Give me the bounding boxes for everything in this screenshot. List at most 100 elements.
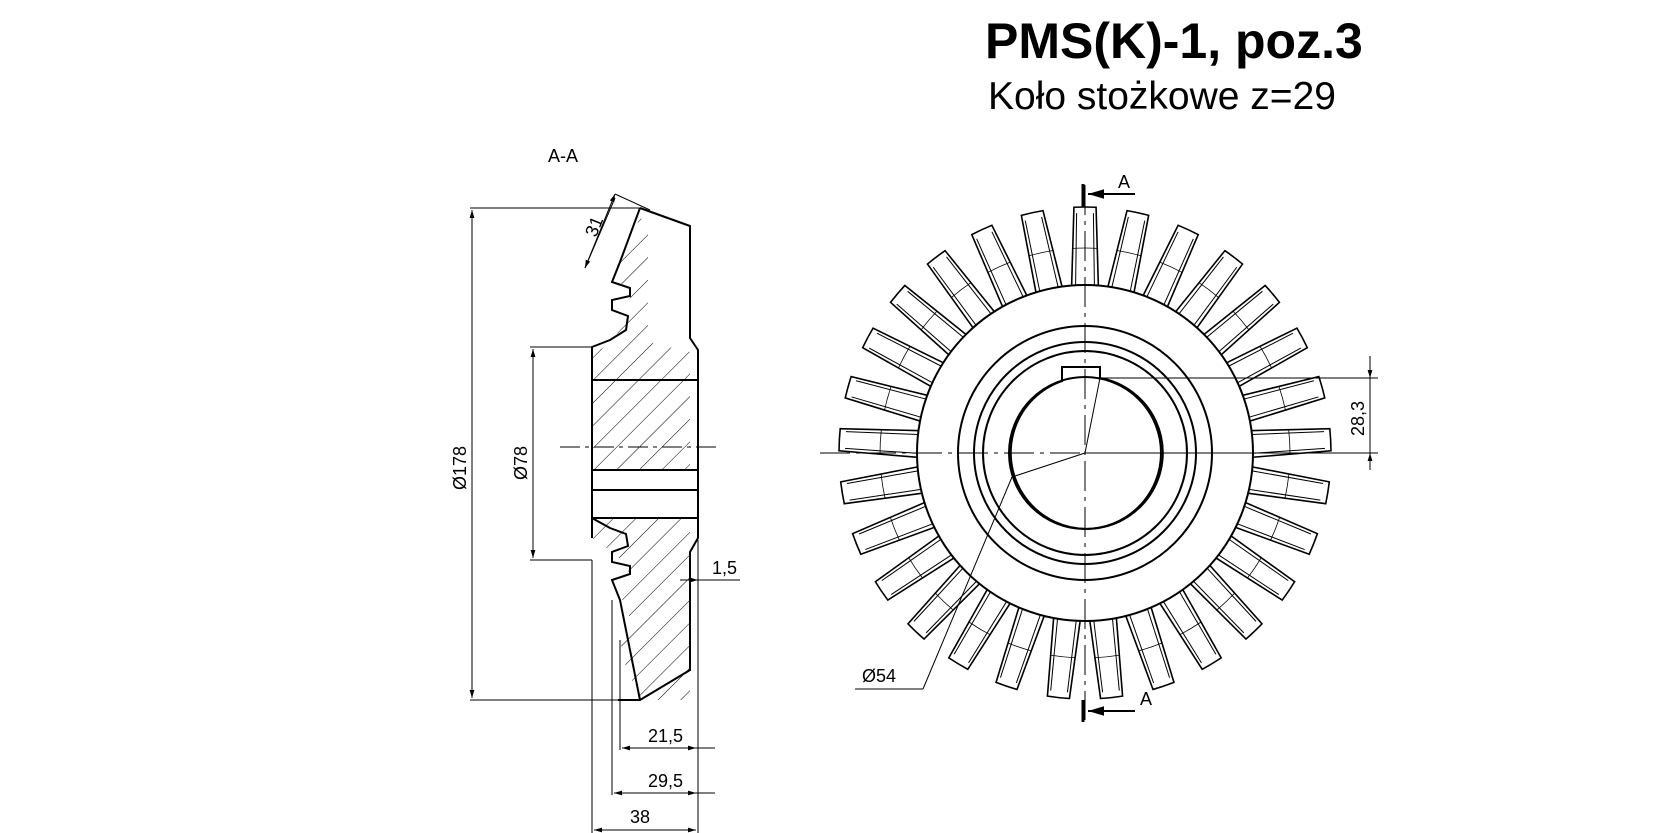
drawing-title: PMS(K)-1, poz.3 [985, 13, 1363, 69]
gear-tooth [906, 558, 987, 641]
tooth-ridge [1251, 470, 1324, 485]
tooth-crest [908, 557, 923, 579]
dim-d3-text: 38 [630, 807, 650, 827]
tooth-ridge [1111, 216, 1129, 288]
tooth-ridge [1248, 396, 1319, 418]
gear-tooth [1154, 581, 1223, 671]
tooth-ridge [925, 580, 977, 634]
tooth-crest [987, 261, 1011, 273]
tooth-ridge [1252, 447, 1325, 454]
section-body-upper [592, 218, 690, 470]
tooth-ridge [907, 290, 964, 338]
tooth-ridge [968, 601, 1008, 664]
tooth-ridge [991, 231, 1024, 298]
tooth-ridge [876, 332, 942, 367]
tooth-ridge [845, 431, 919, 436]
gear-tooth [947, 581, 1016, 671]
tooth-ridge [1248, 488, 1321, 501]
tooth-ridge [1206, 290, 1263, 338]
tooth-crest [1050, 654, 1076, 659]
tooth-ridge [1163, 238, 1194, 305]
dim-keyway-text: 28,3 [1348, 401, 1368, 436]
tooth-ridge [1179, 591, 1217, 655]
dim-hub-text: Ø54 [862, 666, 896, 686]
section-body-lower [592, 517, 690, 700]
tooth-ridge [1218, 554, 1280, 595]
tooth-crest [1138, 642, 1163, 652]
tooth-crest [1094, 654, 1120, 659]
tooth-ridge [1243, 380, 1314, 400]
cut-label-top: A [1118, 172, 1130, 192]
tooth-ridge [1041, 216, 1059, 288]
gear-tooth [844, 375, 937, 425]
gear-tooth [889, 284, 974, 362]
tooth-ridge [1244, 505, 1312, 535]
tooth-ridge [976, 238, 1007, 305]
tooth-crest [1198, 282, 1219, 298]
gear-tooth [1239, 464, 1331, 505]
tooth-crest [889, 517, 900, 541]
tooth-ridge [1111, 618, 1120, 691]
tooth-ridge [1075, 213, 1078, 286]
front-view: A A 28,3 Ø54 [820, 172, 1378, 722]
tooth-crest [898, 346, 911, 369]
dim-d1-text: 21,5 [648, 726, 683, 746]
tooth-crest [1288, 429, 1291, 455]
tooth-ridge [1228, 538, 1289, 582]
gear-teeth [838, 206, 1332, 700]
section-view: A-A Ø178 Ø78 31 1,5 [450, 146, 740, 833]
dim-tooth-text: 31 [581, 213, 607, 239]
gear-tooth [874, 530, 962, 602]
tooth-crest [880, 473, 886, 499]
tooth-crest [1179, 621, 1202, 636]
drawing-subtitle: Koło stożkowe z=29 [988, 75, 1336, 118]
gear-tooth [1121, 598, 1175, 691]
tooth-ridge [896, 303, 952, 352]
tooth-ridge [845, 447, 918, 454]
tooth-crest [1284, 473, 1290, 499]
tooth-crest [1216, 592, 1235, 611]
tooth-ridge [1129, 220, 1146, 292]
gear-tooth [1138, 224, 1200, 316]
tooth-crest [1247, 557, 1262, 579]
gear-tooth [1218, 327, 1309, 392]
tooth-ridge [1178, 256, 1224, 315]
tooth-crest [951, 282, 972, 298]
tooth-ridge [1193, 580, 1245, 634]
tooth-ridge [846, 470, 919, 485]
tooth-ridge [890, 554, 952, 595]
gear-tooth [1020, 209, 1065, 302]
gear-tooth [839, 464, 931, 505]
tooth-ridge [1093, 620, 1104, 693]
tooth-ridge [913, 567, 964, 622]
tooth-ridge [1237, 347, 1302, 384]
gear-tooth [1233, 375, 1326, 425]
tooth-ridge [1129, 614, 1155, 684]
gear-tooth [851, 498, 943, 556]
tooth-ridge [1162, 601, 1202, 664]
gear-tooth [1183, 558, 1264, 641]
gear-tooth [1169, 249, 1244, 336]
tooth-crest [1259, 346, 1272, 369]
tooth-ridge [868, 347, 933, 384]
gear-tooth [861, 327, 952, 392]
tooth-ridge [1228, 332, 1294, 367]
gear-tooth [1105, 209, 1150, 302]
tooth-ridge [1206, 567, 1257, 622]
tooth-ridge [1193, 266, 1238, 326]
tooth-crest [1028, 250, 1054, 257]
dim-tooth-line [614, 193, 651, 211]
tooth-ridge [1146, 608, 1171, 678]
tooth-crest [1116, 250, 1142, 257]
tooth-ridge [856, 380, 927, 400]
gear-tooth [926, 249, 1001, 336]
tooth-crest [968, 621, 991, 636]
section-outline-upper [618, 207, 699, 701]
tooth-crest [1007, 642, 1032, 652]
tooth-ridge [881, 538, 942, 582]
gear-tooth [838, 427, 928, 459]
tooth-crest [920, 310, 938, 331]
tooth-crest [935, 592, 954, 611]
tooth-ridge [1015, 614, 1041, 684]
tooth-ridge [932, 266, 977, 326]
